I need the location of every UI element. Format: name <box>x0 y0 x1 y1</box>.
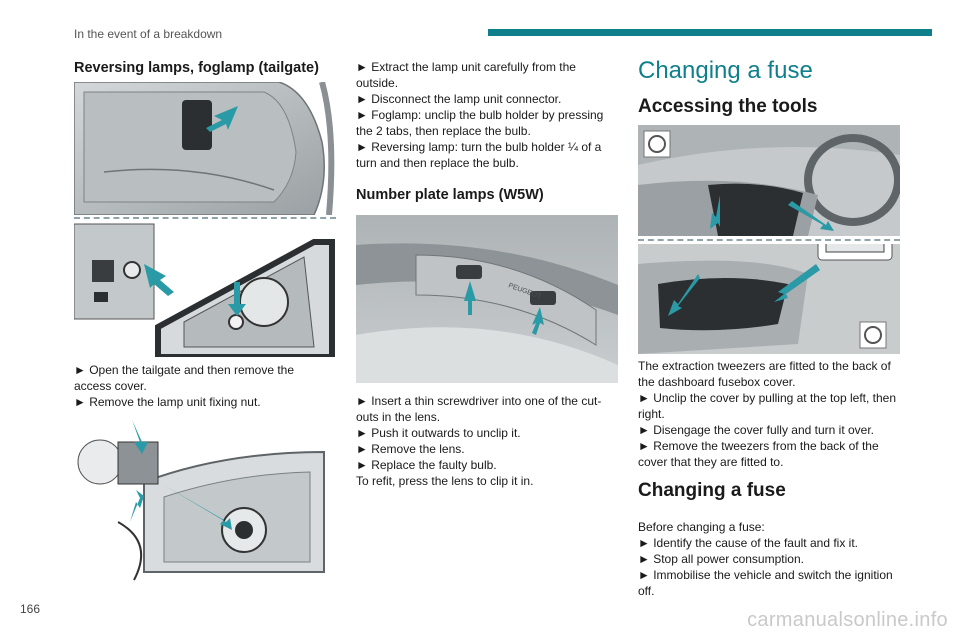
page-number: 166 <box>20 602 41 616</box>
figure-bulb-holder <box>74 412 336 582</box>
figure-divider <box>74 217 336 219</box>
section-title-number-plate-lamps: Number plate lamps (W5W) <box>356 187 544 203</box>
running-header: In the event of a breakdown <box>74 27 223 41</box>
figure-fusebox-cover-upper <box>638 125 900 236</box>
col2-plate-steps: ► Insert a thin screwdriver into one of … <box>356 394 602 488</box>
watermark-text: carmanualsonline.info <box>747 609 948 631</box>
chapter-title-changing-a-fuse: Changing a fuse <box>638 57 813 84</box>
section-title-changing-fuse: Changing a fuse <box>638 480 786 501</box>
figure-tailgate-access-cover <box>74 82 336 215</box>
section-title-reversing-lamps: Reversing lamps, foglamp (tailgate) <box>74 60 319 76</box>
section-title-accessing-tools: Accessing the tools <box>638 96 818 117</box>
col3-tools-steps: The extraction tweezers are fitted to th… <box>638 359 897 469</box>
figure-number-plate-lamps: PEUGEOT <box>356 215 618 383</box>
figure-divider-tools <box>638 239 900 241</box>
figure-fusebox-cover-lower <box>638 244 900 354</box>
header-accent-bar <box>488 29 932 36</box>
col2-steps: ► Extract the lamp unit carefully from t… <box>356 60 604 170</box>
col3-fuse-steps: Before changing a fuse: ► Identify the c… <box>638 520 893 598</box>
col1-steps: ► Open the tailgate and then remove the … <box>74 363 295 409</box>
figure-lamp-unit-fixing-nut <box>74 222 336 357</box>
